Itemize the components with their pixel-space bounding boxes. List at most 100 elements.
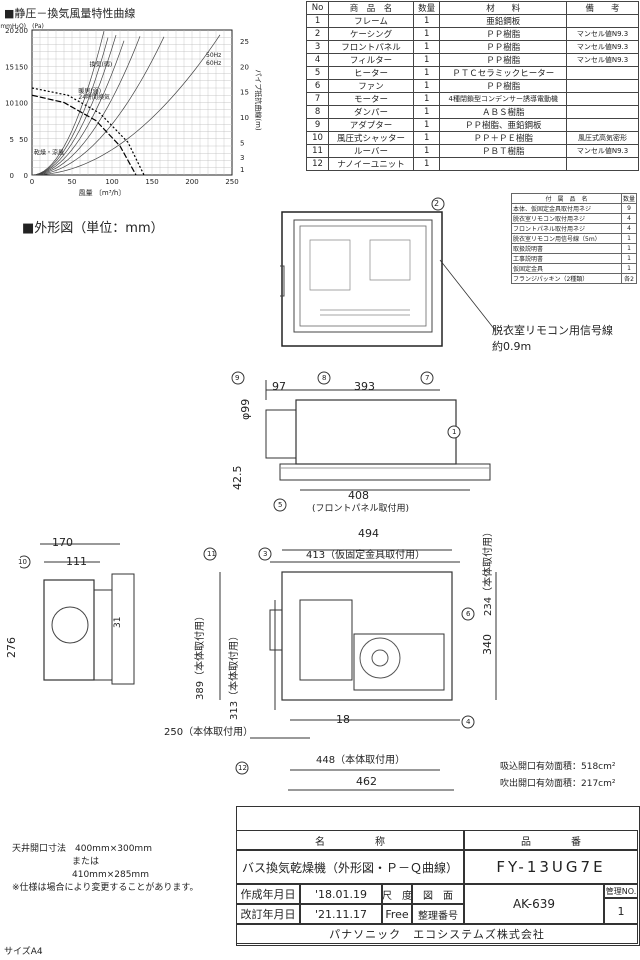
y-tick-label-mm: 15 (5, 63, 14, 71)
y-tick-label-mm: 10 (5, 100, 14, 108)
parts-cell: ＰＢＴ樹脂 (439, 144, 568, 158)
parts-cell: ＰＰ樹脂 (439, 79, 568, 93)
dim-448: 448（本体取付用） (316, 755, 406, 766)
parts-cell: 亜鉛鋼板 (439, 14, 568, 28)
callout-7: 7 (425, 374, 430, 382)
parts-cell: 1 (412, 53, 441, 67)
accessory-cell: 1 (620, 263, 638, 274)
ceiling-note-2: または (72, 857, 100, 867)
top-view-drawing (280, 197, 496, 347)
parts-cell (566, 118, 639, 132)
parts-cell: 1 (412, 92, 441, 106)
accessory-cell: 4 (620, 213, 638, 224)
parts-cell (566, 105, 639, 119)
right-tick-label: 5 (240, 139, 244, 147)
parts-cell (566, 92, 639, 106)
parts-header-cell: No (305, 1, 330, 15)
parts-header-cell: 商 品 名 (328, 1, 414, 15)
series-line-50Hz (31, 94, 137, 176)
dim-170: 170 (52, 536, 73, 549)
drawing-label: 図 面 (412, 884, 464, 904)
parts-cell: マンセル値N9.3 (566, 53, 639, 67)
parts-cell: 9 (305, 118, 330, 132)
dim-340: 340 (481, 634, 494, 655)
accessory-cell: 脱衣室リモコン用信号線（5m） (511, 233, 622, 244)
dim-99: φ99 (239, 398, 252, 420)
dim-413: 413（仮固定金具取付用） (306, 550, 426, 561)
y-tick-label-mm: 0 (10, 172, 14, 180)
chart-heading: ■静圧－換気風量特性曲線 (4, 7, 136, 20)
parts-cell (566, 14, 639, 28)
series-line-60Hz (31, 87, 145, 176)
x-tick-label: 0 (30, 178, 34, 186)
drawing-number: AK-639 (464, 884, 604, 924)
x-axis-label: 風量 〔m³/h〕 (79, 189, 126, 197)
label-kanki: 換気(弱) (90, 60, 113, 68)
parts-cell: ファン (328, 79, 414, 93)
legend-50hz: 50Hz (206, 52, 221, 59)
parts-cell: ＰＰ樹脂 (439, 53, 568, 67)
dim-31: 31 (113, 616, 123, 628)
paper-size: サイズA4 (4, 947, 43, 957)
parts-cell (566, 66, 639, 80)
parts-cell: 1 (305, 14, 330, 28)
mgmt-number: 1 (604, 898, 638, 924)
pipe-resistance-curve (31, 36, 141, 176)
parts-cell: 4 (305, 53, 330, 67)
dim-389: 389（本体取付用） (195, 610, 206, 700)
pipe-resistance-curve (31, 34, 221, 176)
accessory-cell: 仮固定金具 (511, 263, 622, 274)
parts-header-cell: 備 考 (566, 1, 639, 15)
x-tick-label: 150 (145, 178, 158, 186)
x-tick-label: 250 (225, 178, 238, 186)
dim-408-label: (フロントパネル取付用) (312, 504, 410, 514)
parts-cell: フィルター (328, 53, 414, 67)
accessory-cell: 各2 (620, 273, 638, 284)
parts-cell: ＰＰ樹脂 (439, 27, 568, 41)
parts-cell: ＡＢＳ樹脂 (439, 105, 568, 119)
parts-cell: 12 (305, 157, 330, 171)
parts-cell: ルーバー (328, 144, 414, 158)
revised-date: '21.11.17 (300, 904, 382, 924)
parts-cell: 11 (305, 144, 330, 158)
dim-18: 18 (336, 713, 350, 726)
parts-cell: 8 (305, 105, 330, 119)
dim-494: 494 (358, 527, 379, 540)
product-label: 品 番 (464, 830, 638, 850)
parts-cell: 1 (412, 118, 441, 132)
parts-cell: フレーム (328, 14, 414, 28)
name-label: 名 称 (236, 830, 464, 850)
legend-60hz: 60Hz (206, 60, 221, 67)
number-label: 整理番号 (412, 904, 464, 924)
y-tick-label-pa: 100 (15, 100, 28, 108)
callout-9: 9 (235, 374, 240, 382)
right-tick-label: 1 (240, 166, 244, 174)
intake-area: 吸込開口有効面積：518cm² (500, 762, 616, 772)
dim-408: 408 (348, 489, 369, 502)
right-tick-label: 25 (240, 38, 249, 46)
callout-12: 12 (238, 764, 247, 772)
parts-cell: 5 (305, 66, 330, 80)
parts-cell: 1 (412, 105, 441, 119)
parts-cell: 2 (305, 27, 330, 41)
callout-10: 10 (18, 558, 27, 566)
accessory-cell: 1 (620, 243, 638, 254)
label-24h: 24時間換気 (78, 93, 110, 101)
label-dan-kanso: 乾燥・涼風 (34, 149, 64, 157)
pipe-resistance-curve (31, 36, 165, 176)
parts-cell: ＰＴＣセラミックヒーター (439, 66, 568, 80)
accessory-cell: 4 (620, 223, 638, 234)
dim-276: 276 (5, 637, 18, 658)
parts-cell: 風圧式シャッター (328, 131, 414, 145)
parts-cell: 10 (305, 131, 330, 145)
dim-250: 250（本体取付用） (164, 727, 254, 738)
